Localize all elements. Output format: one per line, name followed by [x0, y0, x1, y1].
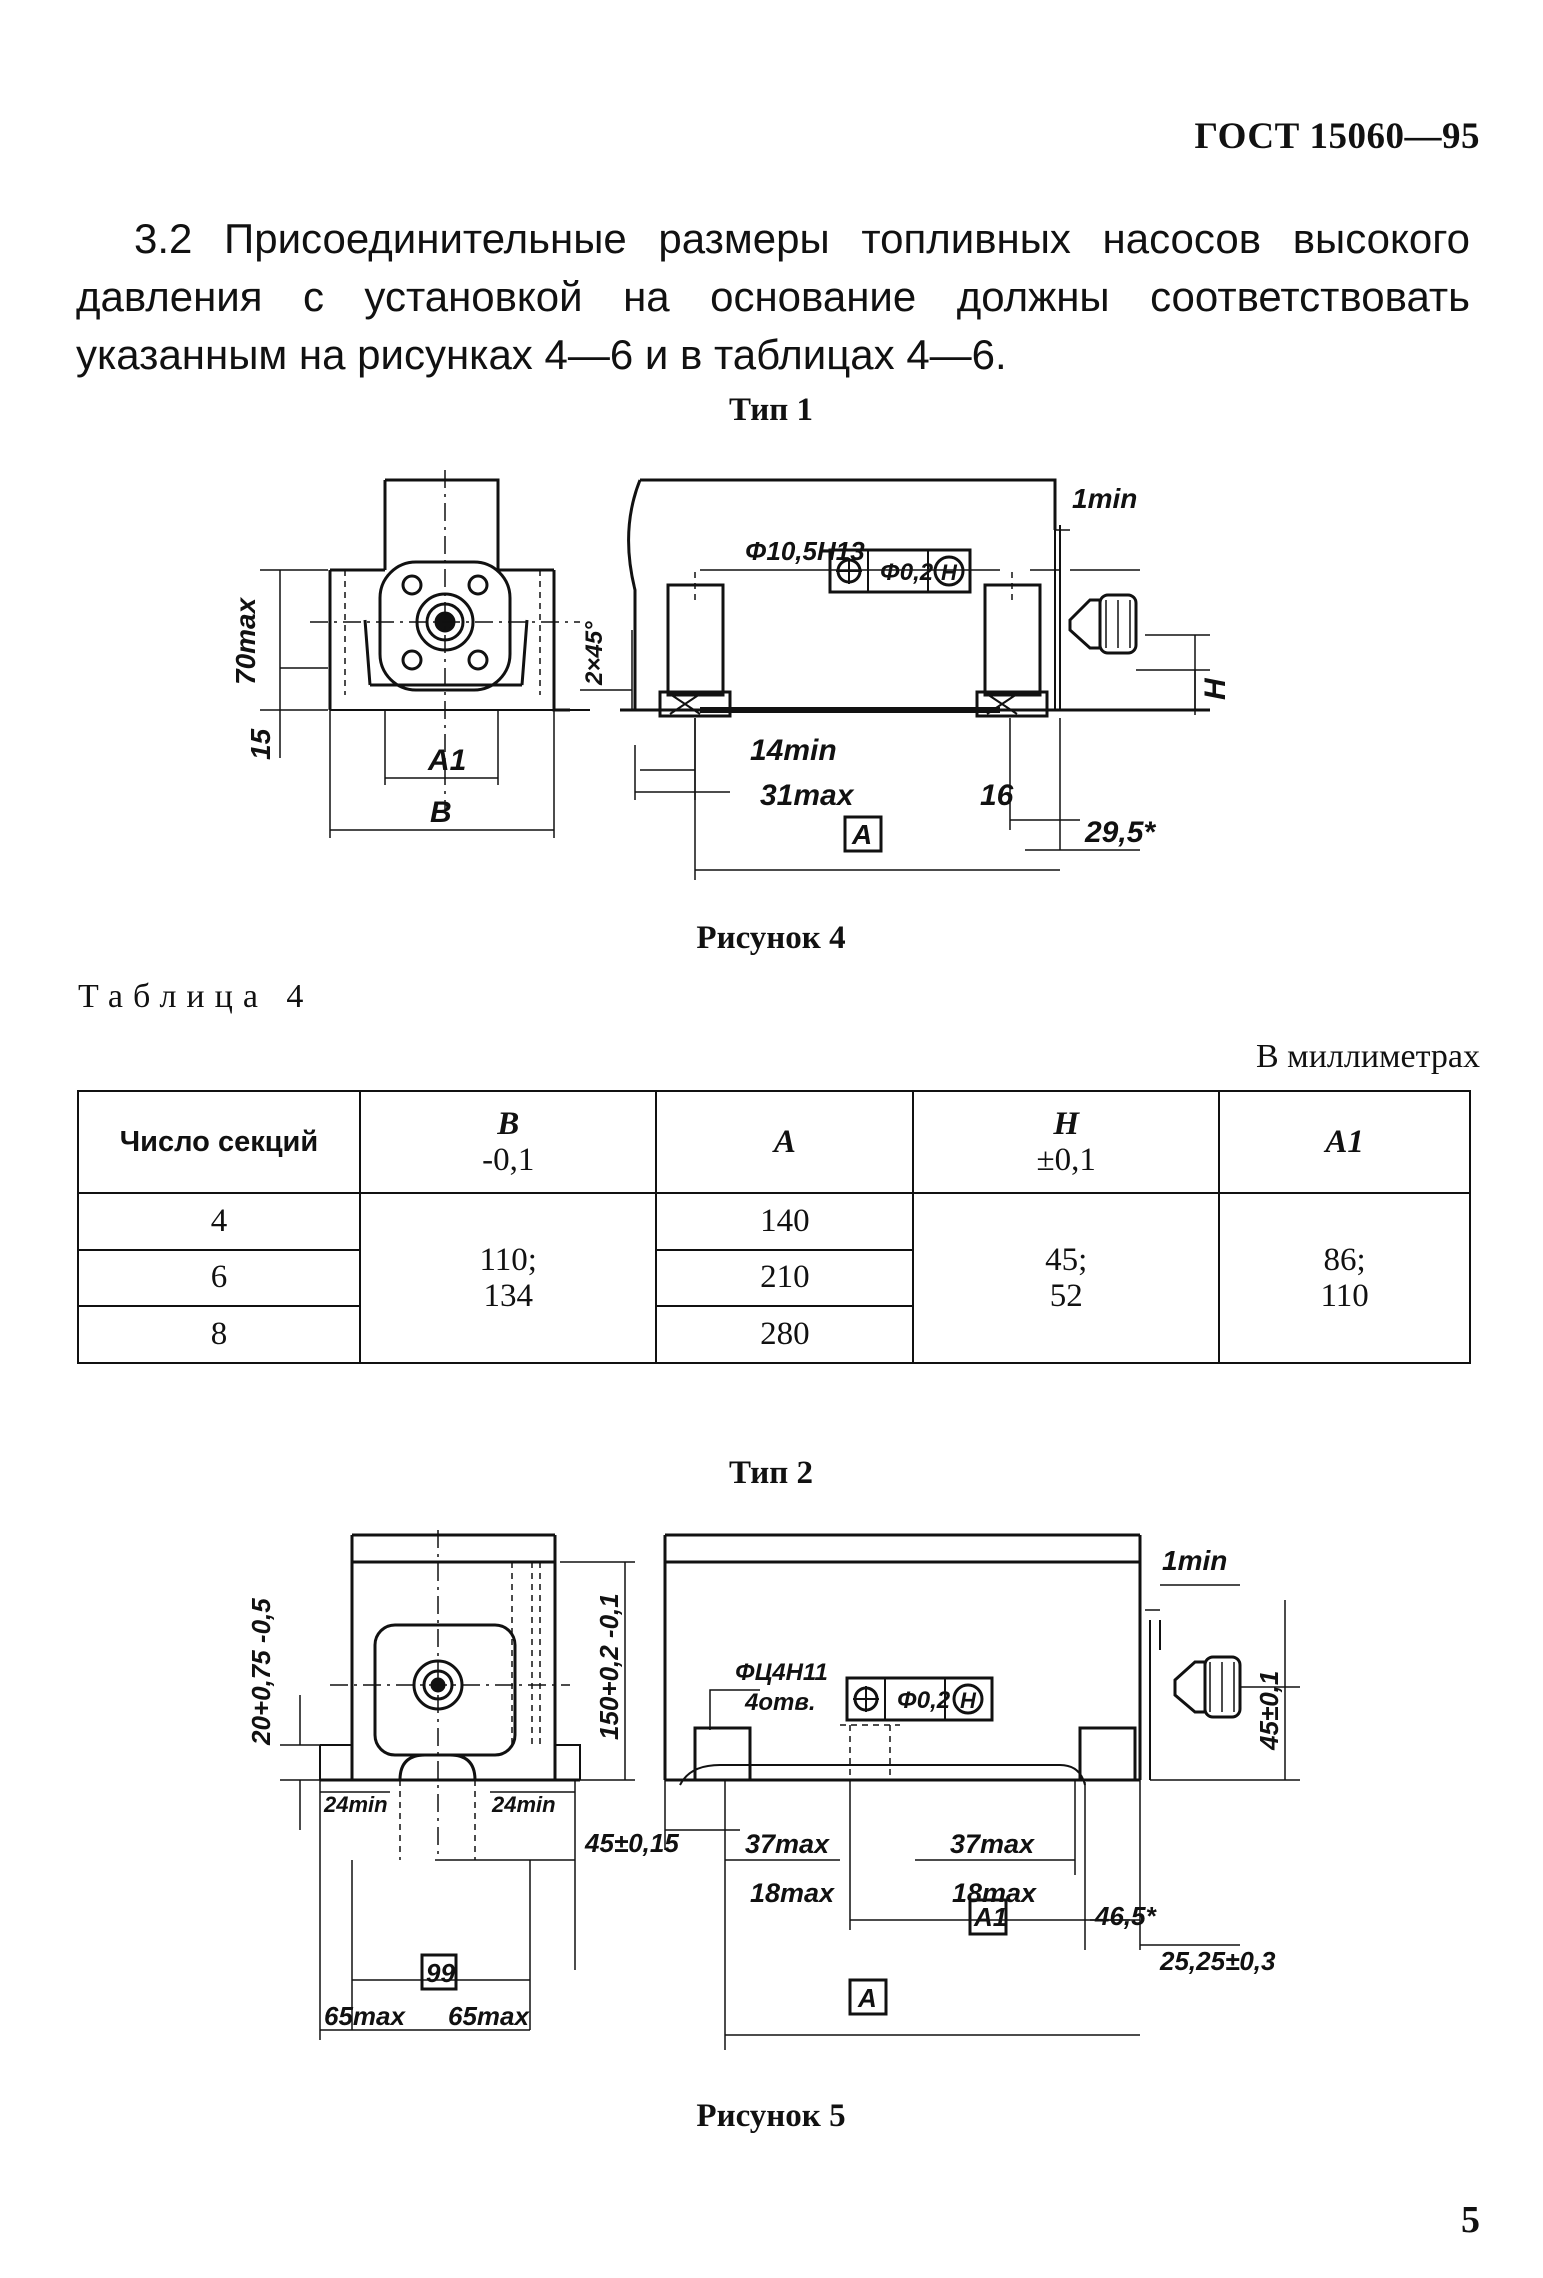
cell-sections: 6	[77, 1248, 361, 1308]
page-number: 5	[1461, 2199, 1480, 2241]
fig4-position-tolerance: Φ0,2	[880, 559, 934, 586]
fig5-dim-99: 99	[426, 1958, 455, 1988]
cell-h-line2: 52	[1049, 1278, 1083, 1314]
document-code: ГОСТ 15060—95	[1194, 116, 1480, 157]
table-4: Число секций B -0,1 A H ±0,1 A1 4 110; 1…	[77, 1090, 1471, 1364]
fig4-hole-diameter: Φ10,5Н13	[745, 536, 865, 566]
cell-h-line1: 45;	[1045, 1242, 1088, 1278]
fig5-dim-65max-left: 65max	[324, 2001, 406, 2031]
fig5-dim-37max-left: 37max	[745, 1829, 830, 1859]
fig4-height-70max: 70max	[230, 596, 261, 685]
fig4-dim-b: B	[430, 796, 452, 829]
fig4-dim-16: 16	[980, 779, 1014, 812]
fig4-dim-31max: 31max	[760, 779, 855, 812]
fig4-dim-29-5: 29,5*	[1084, 816, 1156, 849]
cell-a1-line1: 86;	[1323, 1242, 1366, 1278]
table-row: 4 110; 134 140 45; 52 86; 110	[77, 1192, 1471, 1364]
cell-a: 140	[655, 1192, 915, 1251]
fig5-type-label: Тип 2	[729, 1455, 813, 1491]
table4-units: В миллиметрах	[1256, 1038, 1480, 1075]
cell-a1: 86; 110	[1218, 1192, 1471, 1364]
header-a: A	[655, 1090, 915, 1194]
fig4-dim-a1: A1	[427, 744, 466, 777]
fig4-caption: Рисунок 4	[696, 920, 846, 956]
fig4-chamfer: 2×45°	[581, 621, 608, 686]
fig4-tolerance-ref: Н	[941, 560, 958, 585]
fig5-dim-a: A	[857, 1983, 877, 2013]
fig4-dim-h: H	[1199, 677, 1232, 700]
header-b-name: B	[497, 1106, 520, 1142]
fig5-caption: Рисунок 5	[696, 2098, 846, 2134]
table4-title: Таблица 4	[78, 978, 314, 1015]
fig5-dim-24min-left: 24min	[323, 1792, 388, 1817]
fig5-hole-diameter: ΦЦ4Н11	[735, 1659, 828, 1686]
fig5-dim-65max-right: 65max	[448, 2001, 530, 2031]
cell-b-line1: 110;	[479, 1242, 537, 1278]
header-a1-name: A1	[1325, 1123, 1364, 1160]
header-h-name: H	[1053, 1106, 1080, 1142]
header-b: B -0,1	[358, 1090, 658, 1194]
fig5-tolerance-ref: Н	[960, 1688, 977, 1713]
fig4-type-label: Тип 1	[729, 392, 813, 428]
table-row: 6 210	[77, 1248, 1470, 1308]
fig5-dim-24min-right: 24min	[491, 1792, 556, 1817]
fig5-hole-count: 4отв.	[744, 1689, 816, 1716]
fig4-dim-14min: 14min	[750, 734, 837, 767]
fig5-dim-46-5: 46,5*	[1094, 1901, 1158, 1931]
cell-a: 210	[655, 1248, 915, 1308]
fig5-dim-37max-right: 37max	[950, 1829, 1035, 1859]
header-h-tol: ±0,1	[1036, 1142, 1096, 1178]
header-h: H ±0,1	[912, 1090, 1221, 1194]
figure-4-drawing: Φ10,5Н13 Φ0,2 Н 1min 70max 15 2×45° A1 B…	[230, 470, 1232, 880]
cell-sections: 4	[77, 1192, 361, 1251]
cell-sections: 8	[77, 1305, 361, 1364]
fig4-one-min: 1min	[1072, 483, 1137, 514]
header-a1: A1	[1218, 1090, 1471, 1194]
fig5-height-150: 150+0,2 -0,1	[594, 1593, 624, 1740]
fig4-height-15: 15	[245, 728, 276, 760]
cell-a: 280	[655, 1305, 915, 1364]
paragraph-text: 3.2 Присоединительные размеры топливных …	[76, 215, 1470, 378]
table-row: 8 280	[77, 1305, 1470, 1364]
fig5-one-min: 1min	[1162, 1545, 1227, 1576]
fig5-dim-18max-right: 18max	[952, 1878, 1037, 1908]
figure-5-drawing: 20+0,75 -0,5 150+0,2 -0,1 ΦЦ4Н11 4отв. Φ…	[246, 1530, 1300, 2050]
fig5-height-45: 45±0,1	[1254, 1671, 1284, 1751]
fig5-position-tolerance: Φ0,2	[897, 1687, 951, 1714]
cell-h: 45; 52	[912, 1192, 1221, 1364]
fig5-dim-45: 45±0,15	[584, 1828, 679, 1858]
table-header-row: Число секций B -0,1 A H ±0,1 A1	[77, 1090, 1471, 1194]
fig5-dim-a1: A1	[973, 1902, 1007, 1932]
header-b-tol: -0,1	[482, 1142, 535, 1178]
fig4-dim-a: A	[851, 819, 872, 850]
fig5-dim-25-25: 25,25±0,3	[1159, 1946, 1276, 1976]
fig5-height-20: 20+0,75 -0,5	[246, 1598, 276, 1746]
header-a-name: A	[773, 1123, 796, 1160]
body-paragraph: 3.2 Присоединительные размеры топливных …	[76, 210, 1470, 384]
header-sections: Число секций	[77, 1090, 361, 1194]
cell-b-line2: 134	[483, 1278, 533, 1314]
fig5-dim-18max-left: 18max	[750, 1878, 835, 1908]
cell-b: 110; 134	[358, 1192, 658, 1364]
cell-a1-line2: 110	[1320, 1278, 1369, 1314]
